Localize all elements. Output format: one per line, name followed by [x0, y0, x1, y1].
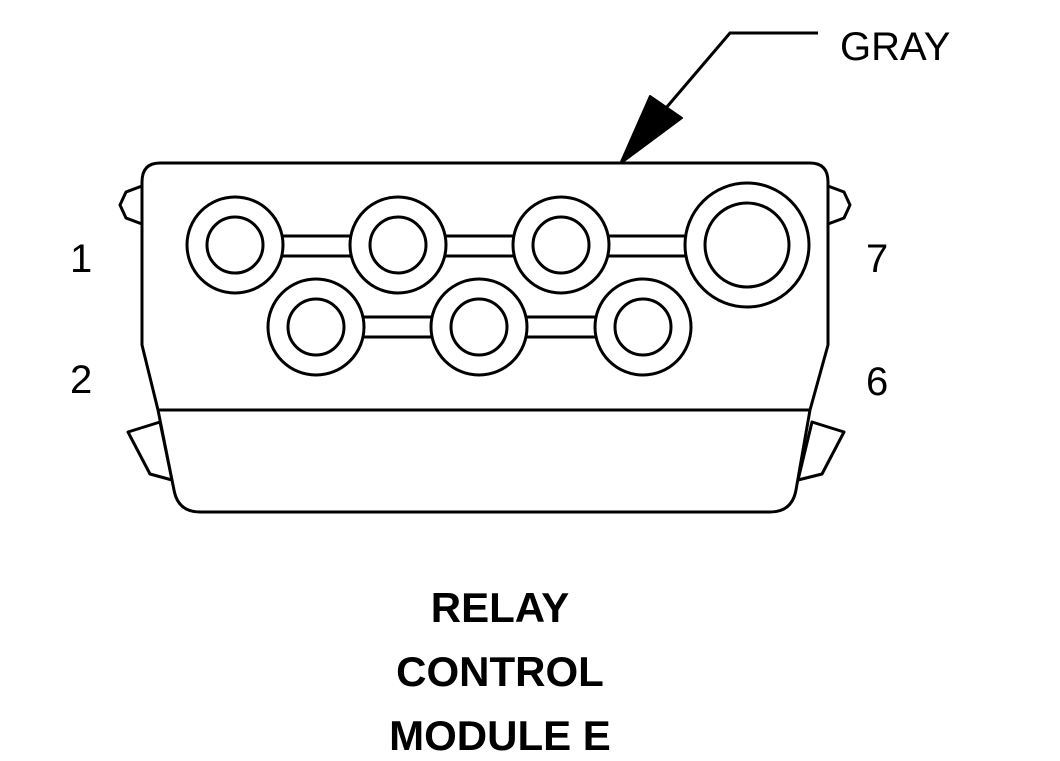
- cavity-4: [429, 277, 529, 377]
- callout-arrowhead: [619, 95, 683, 165]
- cavity-3: [348, 195, 448, 295]
- title-line-2: CONTROL: [396, 648, 604, 695]
- right-upper-latch: [826, 184, 852, 226]
- pin-label-7: 7: [866, 237, 888, 281]
- cavity-2: [266, 277, 366, 377]
- title-line-1: RELAY: [431, 584, 570, 631]
- pin-label-6: 6: [866, 360, 888, 404]
- color-callout-label: GRAY: [840, 25, 950, 69]
- cavity-6: [593, 277, 693, 377]
- cavity-7: [683, 181, 811, 309]
- cavity-1: [185, 195, 285, 295]
- right-lower-latch: [796, 420, 846, 482]
- title-line-3: MODULE E: [389, 712, 611, 759]
- color-callout-leader: [619, 31, 818, 165]
- left-upper-latch: [118, 184, 144, 226]
- pin-label-1: 1: [70, 237, 92, 281]
- cavity-5: [511, 195, 611, 295]
- pin-label-2: 2: [70, 358, 92, 402]
